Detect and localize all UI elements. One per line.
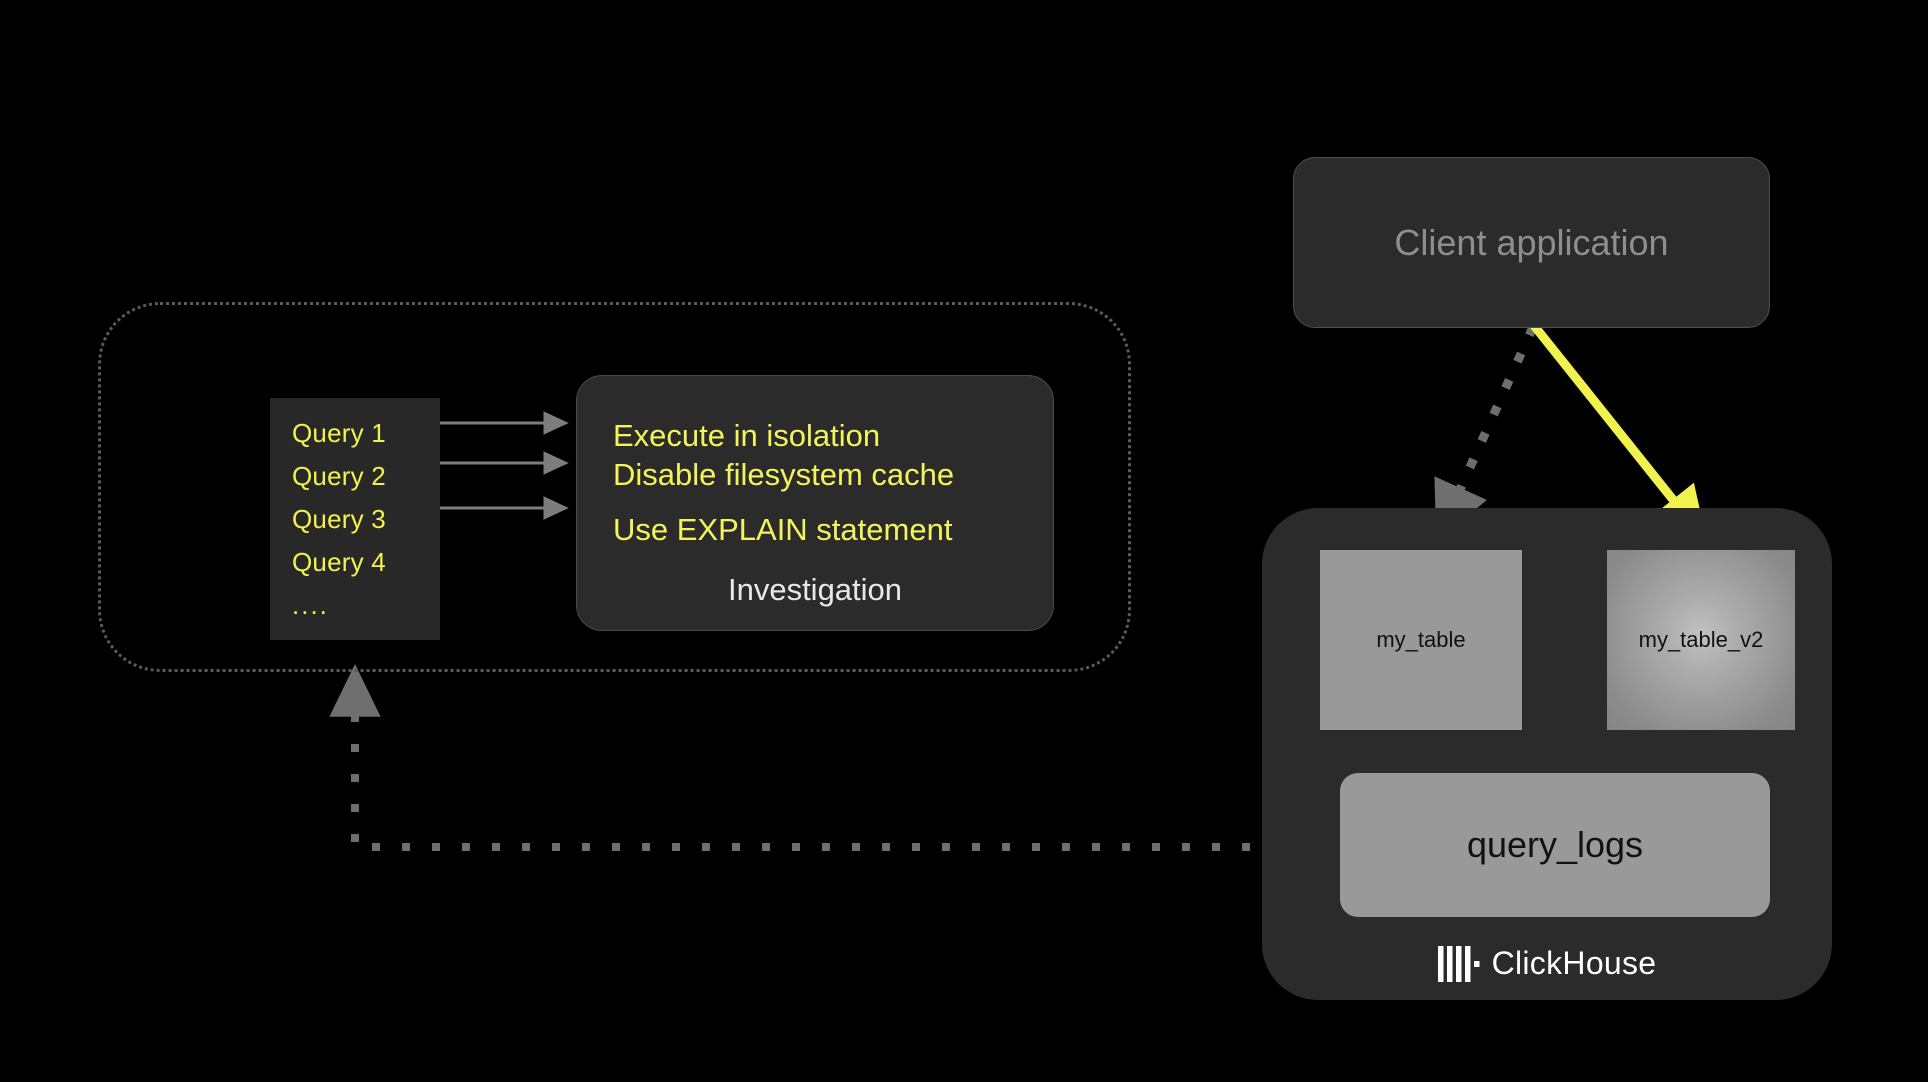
list-item[interactable]: Query 2 bbox=[292, 461, 386, 491]
table-label: query_logs bbox=[1466, 824, 1644, 865]
table-label: my_table bbox=[1376, 627, 1466, 652]
list-item[interactable]: Query 4 bbox=[292, 547, 386, 577]
table-query-logs[interactable]: query_logs bbox=[1340, 773, 1770, 917]
table-my-table[interactable]: my_table bbox=[1320, 550, 1522, 730]
investigation-step: Execute in isolation bbox=[613, 418, 881, 453]
clickhouse-wordmark: ClickHouse bbox=[1491, 945, 1657, 981]
investigation-workflow-group bbox=[98, 302, 1131, 672]
table-label: my_table_v2 bbox=[1638, 627, 1764, 652]
client-application-label: Client application bbox=[1394, 221, 1669, 263]
investigation-panel: Execute in isolation Disable filesystem … bbox=[576, 375, 1054, 631]
clickhouse-bars-icon bbox=[1437, 945, 1480, 982]
query-list: Query 1 Query 2 Query 3 Query 4 .... bbox=[270, 398, 440, 640]
list-item-overflow: .... bbox=[292, 590, 329, 620]
investigation-step-list: Execute in isolation Disable filesystem … bbox=[613, 416, 1033, 549]
clickhouse-panel: my_table my_table_v2 query_logs ClickHou… bbox=[1262, 508, 1832, 1000]
client-application-box: Client application bbox=[1293, 157, 1770, 328]
investigation-step: Disable filesystem cache bbox=[613, 457, 955, 492]
investigation-step: Use EXPLAIN statement bbox=[613, 512, 953, 547]
client-to-my-table-arrow bbox=[1434, 325, 1538, 543]
client-to-my-table-v2-arrow bbox=[1528, 320, 1708, 543]
investigation-caption: Investigation bbox=[727, 572, 903, 607]
clickhouse-logo: ClickHouse bbox=[1262, 945, 1832, 982]
table-my-table-v2[interactable]: my_table_v2 bbox=[1607, 550, 1795, 730]
query-logs-to-query-list-arrow bbox=[329, 663, 1340, 851]
list-item[interactable]: Query 1 bbox=[292, 418, 386, 448]
list-item[interactable]: Query 3 bbox=[292, 504, 386, 534]
